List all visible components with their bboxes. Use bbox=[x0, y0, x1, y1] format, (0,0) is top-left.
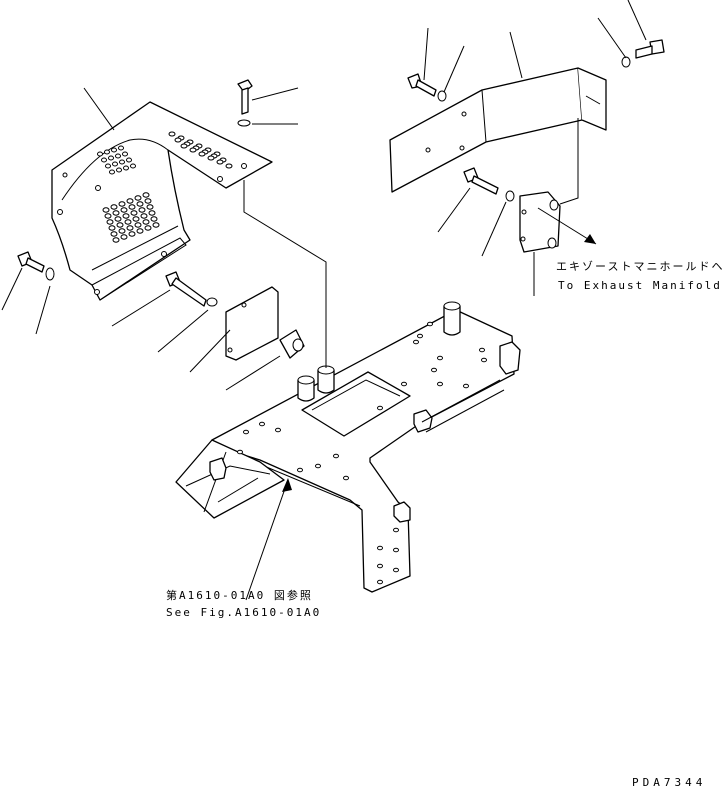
left-small-bracket bbox=[225, 286, 279, 361]
washer-left-long bbox=[206, 297, 218, 307]
washer-top-center bbox=[237, 119, 251, 127]
bolt-right-lower bbox=[463, 167, 515, 202]
main-base-plate bbox=[175, 309, 515, 593]
bolt-top-center bbox=[237, 79, 253, 115]
right-exhaust-bracket bbox=[389, 67, 607, 193]
bolt-left-outer bbox=[17, 251, 45, 273]
fig-ref-arrow-head bbox=[282, 478, 292, 492]
left-spacer-collar bbox=[279, 329, 305, 359]
fig-reference-label-en: See Fig.A1610-01A0 bbox=[166, 606, 322, 619]
base-plate-holes bbox=[237, 321, 487, 585]
exhaust-manifold-label-jp: エキゾーストマニホールドヘ bbox=[556, 260, 723, 273]
left-heat-shield-cover bbox=[51, 101, 273, 301]
exhaust-manifold-label-en: To Exhaust Manifold bbox=[558, 279, 722, 292]
cover-vent-holes bbox=[97, 131, 233, 243]
washer-left-outer bbox=[45, 267, 55, 281]
drawing-code: PDA7344 bbox=[632, 776, 707, 789]
bolt-left-long bbox=[165, 271, 207, 307]
base-plate-flange bbox=[421, 379, 505, 433]
stud-spacers bbox=[297, 301, 461, 402]
fig-reference-label-jp: 第A1610-01A0 図参照 bbox=[166, 589, 313, 602]
leader-lines bbox=[1, 0, 647, 601]
exhaust-direction-arrow bbox=[537, 207, 597, 245]
right-clamp-plate bbox=[519, 191, 561, 253]
bolt-right-top bbox=[621, 39, 665, 68]
bolt-right-middle bbox=[407, 73, 447, 102]
